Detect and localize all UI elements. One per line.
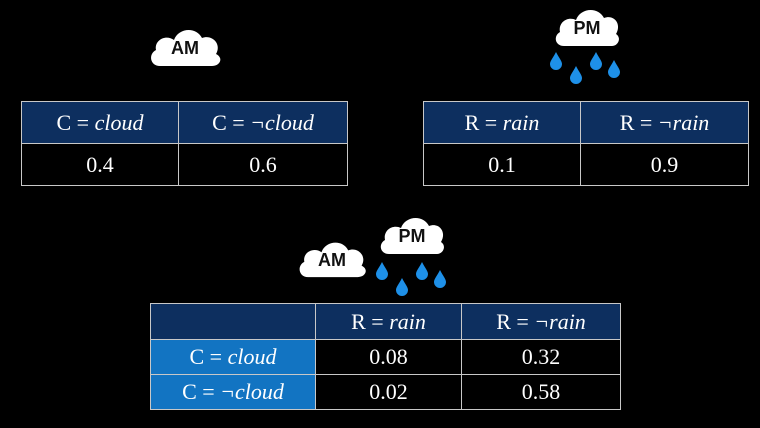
header-value: cloud [94, 109, 144, 135]
pm-cloud-icon: PM [377, 214, 447, 256]
corner-cell [150, 303, 316, 340]
header-cloud: C = cloud [21, 101, 179, 144]
header-value: ¬rain [657, 109, 710, 135]
value-cell: 0.32 [461, 339, 621, 375]
header-rain: R = rain [315, 303, 462, 340]
am-cloud-icon: AM [146, 24, 224, 68]
pm-label: PM [573, 18, 601, 38]
cloud-probability-table: C = cloud C = ¬cloud 0.4 0.6 [21, 101, 348, 186]
rain-drop-icon [550, 52, 562, 70]
am-cloud-icon: AM [294, 237, 370, 279]
value-cell: 0.08 [315, 339, 462, 375]
value-cell: 0.1 [423, 143, 581, 186]
header-value: ¬rain [534, 308, 586, 334]
value-cell: 0.58 [461, 374, 621, 410]
header-value: rain [389, 308, 426, 334]
rain-drop-icon [416, 262, 428, 280]
header-not-cloud: C = ¬cloud [178, 101, 348, 144]
row-prefix: C = [189, 344, 228, 369]
header-value: rain [502, 109, 540, 135]
pm-label: PM [398, 226, 426, 246]
header-not-rain: R = ¬rain [580, 101, 749, 144]
pm-cloud-icon: PM [552, 6, 622, 48]
header-prefix: R = [351, 308, 390, 334]
rain-drop-icon [376, 262, 388, 280]
value-cell: 0.6 [178, 143, 348, 186]
rain-drop-icon [434, 270, 446, 288]
row-prefix: C = [182, 379, 221, 404]
header-not-rain: R = ¬rain [461, 303, 621, 340]
value-cell: 0.9 [580, 143, 749, 186]
header-rain: R = rain [423, 101, 581, 144]
header-prefix: R = [464, 109, 503, 135]
header-value: ¬cloud [250, 109, 314, 135]
rain-drop-icon [590, 52, 602, 70]
rain-drop-icon [608, 60, 620, 78]
row-value: ¬cloud [220, 379, 284, 404]
row-header-not-cloud: C = ¬cloud [150, 374, 316, 410]
value-cell: 0.02 [315, 374, 462, 410]
rain-drop-icon [570, 66, 582, 84]
am-label: AM [171, 38, 199, 58]
rain-drop-icon [396, 278, 408, 296]
row-header-cloud: C = cloud [150, 339, 316, 375]
header-prefix: R = [496, 308, 535, 334]
joint-probability-table: R = rain R = ¬rain C = cloud 0.08 0.32 C… [150, 303, 621, 410]
am-label: AM [318, 250, 346, 270]
value-cell: 0.4 [21, 143, 179, 186]
header-prefix: C = [212, 109, 251, 135]
header-prefix: R = [619, 109, 658, 135]
rain-probability-table: R = rain R = ¬rain 0.1 0.9 [423, 101, 749, 186]
header-prefix: C = [56, 109, 95, 135]
row-value: cloud [227, 344, 277, 369]
